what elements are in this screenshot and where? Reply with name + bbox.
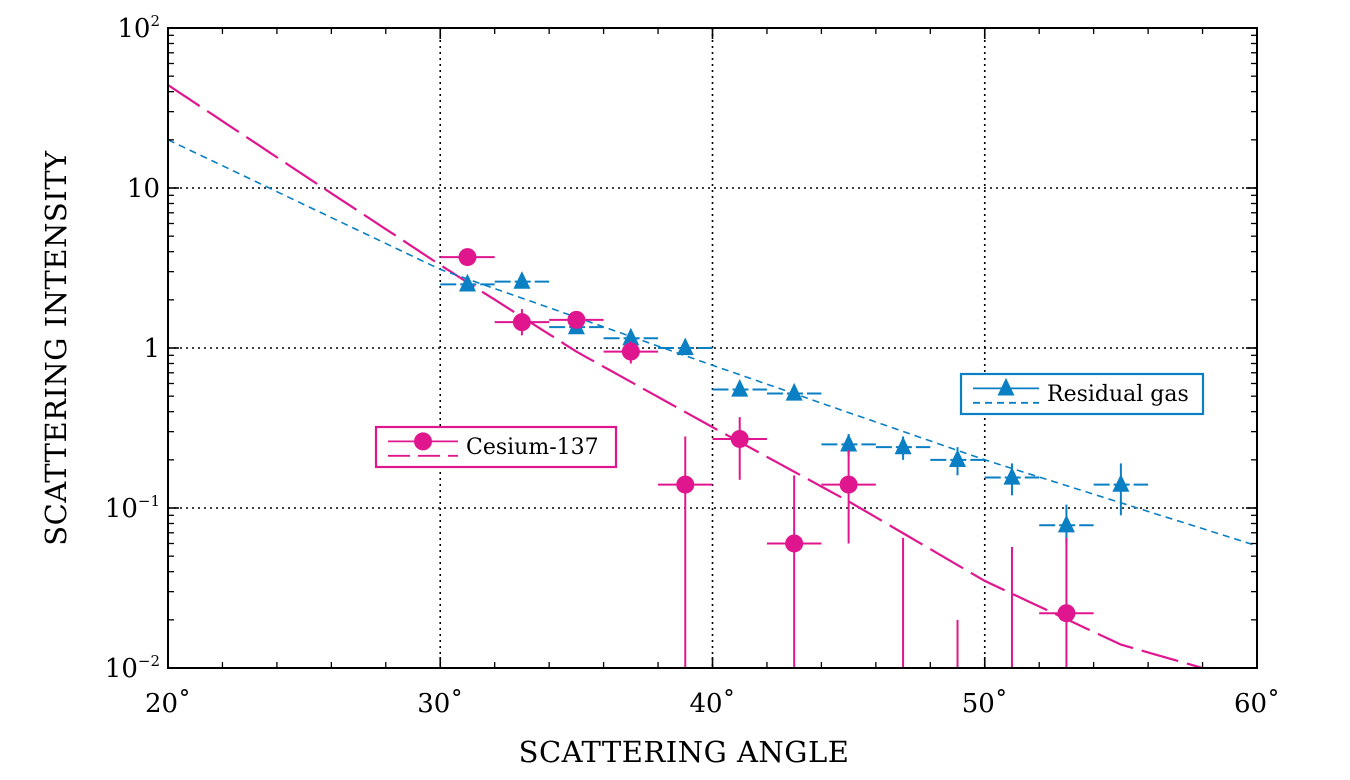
fit-curve-residual-gas <box>167 139 1258 547</box>
axis-ticks <box>167 27 1258 669</box>
marker-residual-gas <box>1057 514 1075 533</box>
marker-residual-gas <box>949 449 967 467</box>
marker-residual-gas <box>676 337 694 356</box>
y-tick-exponent: −2 <box>138 652 160 670</box>
data-point-cesium <box>712 417 767 480</box>
marker-cesium <box>785 534 804 553</box>
y-tick-label: 102 <box>117 12 160 44</box>
marker-cesium <box>621 342 640 361</box>
data-point-residual-gas <box>494 271 550 289</box>
data-point-cesium <box>549 310 604 329</box>
data-point-cesium <box>766 475 822 668</box>
x-tick-label: 60˚ <box>1234 689 1280 719</box>
marker-cesium <box>458 248 477 267</box>
series-cesium <box>440 248 1094 668</box>
legend-marker <box>414 432 432 451</box>
data-point-residual-gas <box>712 379 767 397</box>
data-point-residual-gas <box>658 337 713 356</box>
data-point-residual-gas <box>766 382 822 401</box>
x-axis-title: SCATTERING ANGLE <box>519 735 850 769</box>
x-tick-label: 30˚ <box>417 689 463 719</box>
data-point-residual-gas <box>930 447 985 476</box>
tick-labels: 20˚ 30˚ 40˚ 50˚ 60˚ 10−2 10−1 1 10 102 <box>105 12 1280 719</box>
marker-cesium <box>512 313 531 332</box>
fit-curve-cesium <box>167 84 1203 670</box>
data-point-cesium <box>603 341 659 364</box>
y-tick-label: 10−1 <box>105 492 160 524</box>
marker-residual-gas <box>513 271 531 289</box>
data-point-residual-gas <box>1039 504 1094 544</box>
x-tick-label: 40˚ <box>689 689 735 719</box>
y-tick-label: 10 <box>127 174 160 204</box>
data-point-residual-gas <box>440 273 495 292</box>
marker-cesium <box>676 475 695 494</box>
data-points <box>440 248 1149 668</box>
data-point-cesium <box>821 450 876 544</box>
legends: Cesium-137 Residual gas <box>374 372 1205 469</box>
marker-cesium <box>567 310 586 329</box>
legend-cesium: Cesium-137 <box>374 425 618 469</box>
marker-cesium <box>839 475 858 494</box>
marker-residual-gas <box>622 327 640 346</box>
legend-label: Residual gas <box>1047 382 1189 407</box>
data-point-cesium <box>494 309 550 336</box>
marker-residual-gas <box>840 433 858 452</box>
x-tick-label: 20˚ <box>145 689 191 719</box>
y-tick-label: 1 <box>143 334 160 364</box>
x-tick-label: 50˚ <box>962 689 1008 719</box>
marker-cesium <box>1057 604 1076 623</box>
data-point-cesium <box>1039 537 1094 668</box>
marker-residual-gas <box>785 382 803 401</box>
y-axis-title: SCATTERING INTENSITY <box>39 150 73 546</box>
data-point-residual-gas <box>984 463 1040 496</box>
marker-cesium <box>730 429 749 448</box>
data-point-residual-gas <box>875 436 931 460</box>
marker-residual-gas <box>1003 467 1021 485</box>
legend-residual-gas: Residual gas <box>959 372 1205 416</box>
legend-marker <box>997 377 1015 396</box>
data-point-cesium <box>440 248 495 267</box>
fit-curves <box>167 84 1258 670</box>
marker-residual-gas <box>1112 474 1130 492</box>
marker-residual-gas <box>458 273 476 292</box>
legend-label: Cesium-137 <box>466 435 599 460</box>
y-tick-exponent: 2 <box>150 12 160 30</box>
data-point-cesium <box>658 436 713 668</box>
marker-residual-gas <box>731 379 749 397</box>
marker-residual-gas <box>894 436 912 455</box>
data-point-residual-gas <box>1093 463 1149 516</box>
y-tick-exponent: −1 <box>138 492 160 510</box>
y-tick-label: 10−2 <box>105 652 160 684</box>
